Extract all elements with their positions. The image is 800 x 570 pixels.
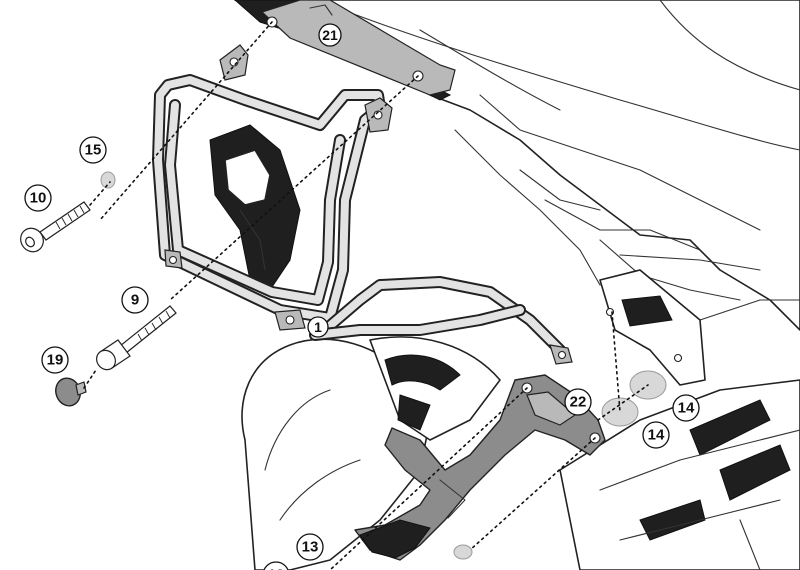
- plug-19: [55, 377, 87, 407]
- washer-14-b: [601, 397, 639, 427]
- plate-bracket: [354, 374, 606, 561]
- callout-21: 21: [318, 23, 342, 47]
- bolt-9: [96, 305, 177, 371]
- svg-text:9: 9: [131, 292, 139, 309]
- bolt-10: [20, 201, 91, 253]
- svg-text:14: 14: [648, 427, 665, 444]
- callout-1: 1: [307, 316, 329, 338]
- motorcycle-body: [209, 0, 800, 570]
- callout-14-lower: 14: [642, 421, 670, 449]
- svg-text:18: 18: [268, 567, 285, 570]
- svg-text:22: 22: [570, 394, 587, 411]
- washer-15: [100, 171, 116, 189]
- svg-text:14: 14: [678, 400, 695, 417]
- svg-text:10: 10: [30, 190, 47, 207]
- rear-rail-bar: [260, 0, 456, 96]
- svg-text:21: 21: [322, 27, 338, 43]
- side-carrier-frame: [152, 44, 573, 365]
- callout-9: 9: [121, 286, 149, 314]
- svg-text:19: 19: [47, 352, 64, 369]
- svg-text:15: 15: [85, 142, 102, 159]
- assembly-leader-lines: [83, 21, 649, 570]
- callout-18-partial: 18: [263, 561, 289, 570]
- washer-small: [453, 544, 473, 560]
- callout-13: 13: [296, 533, 324, 561]
- callout-15: 15: [79, 136, 107, 164]
- svg-text:13: 13: [302, 539, 319, 556]
- svg-text:1: 1: [314, 319, 322, 335]
- callout-10: 10: [24, 184, 52, 212]
- callout-22: 22: [564, 388, 592, 416]
- callout-19: 19: [41, 346, 69, 374]
- callout-14-upper: 14: [672, 394, 700, 422]
